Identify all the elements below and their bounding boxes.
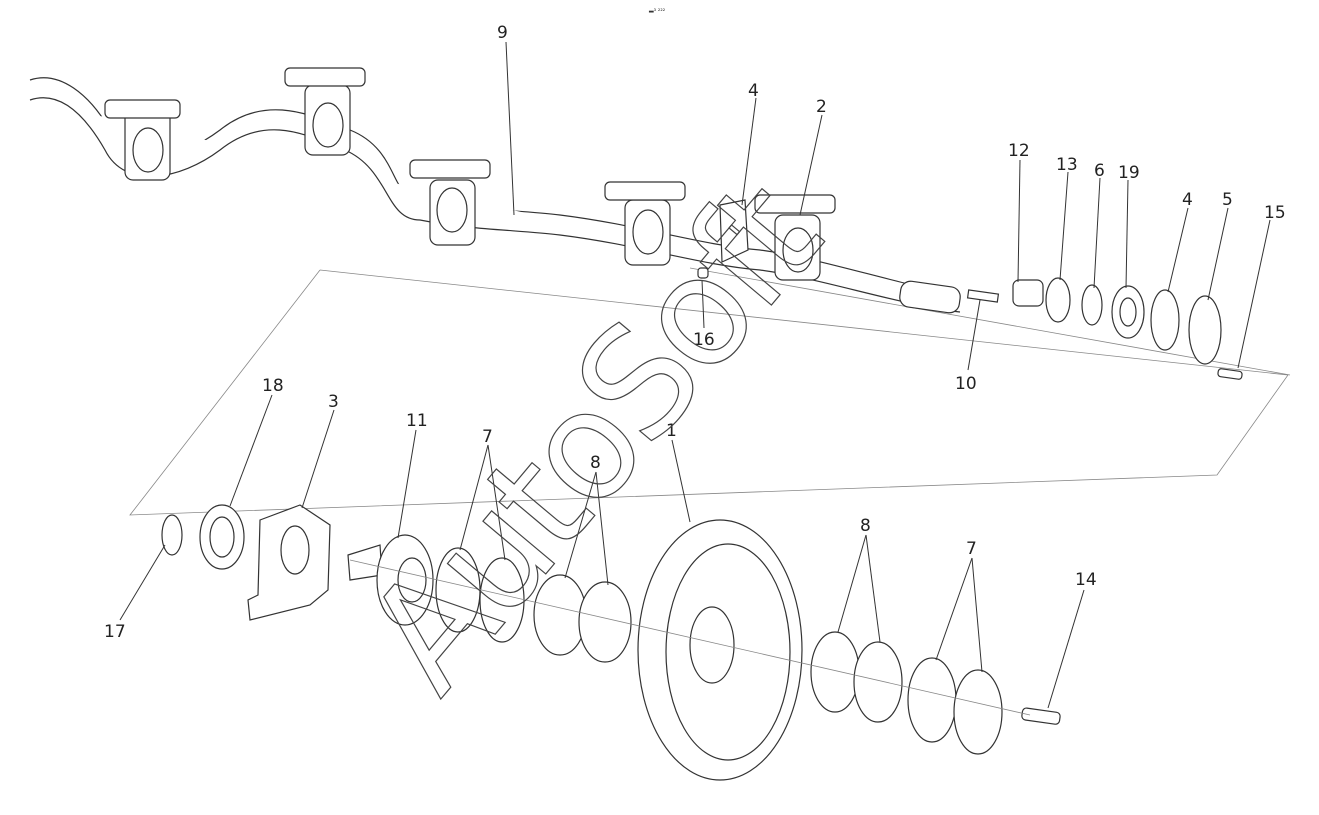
bracket-4 xyxy=(604,181,686,266)
shim-8c xyxy=(810,631,860,713)
callout-7-right: 7 xyxy=(966,539,977,559)
gasket-4 xyxy=(1150,289,1180,351)
callout-14: 14 xyxy=(1075,570,1097,590)
callout-4-right: 4 xyxy=(1182,190,1193,210)
callout-2: 2 xyxy=(816,97,827,117)
callout-10: 10 xyxy=(955,374,977,394)
shim-8d xyxy=(853,641,903,723)
bracket-1 xyxy=(104,99,181,181)
key-10 xyxy=(966,289,1000,303)
gasket-flange xyxy=(719,199,749,263)
lockwasher-6 xyxy=(1081,284,1103,326)
crankshaft-assembly xyxy=(29,67,961,314)
sleeve-12 xyxy=(1012,279,1044,307)
callout-19: 19 xyxy=(1118,163,1140,183)
callout-6: 6 xyxy=(1094,161,1105,181)
cover-5 xyxy=(1188,295,1222,365)
bracket-3 xyxy=(409,159,491,246)
callout-11: 11 xyxy=(406,411,428,431)
callout-12: 12 xyxy=(1008,141,1030,161)
assembly-frame xyxy=(129,267,1291,516)
callout-18: 18 xyxy=(262,376,284,396)
callout-8-right: 8 xyxy=(860,516,871,536)
callout-17: 17 xyxy=(104,622,126,642)
callout-13: 13 xyxy=(1056,155,1078,175)
bracket-5 xyxy=(754,194,836,281)
callout-4-top: 4 xyxy=(748,81,759,101)
callout-5: 5 xyxy=(1222,190,1233,210)
callout-3: 3 xyxy=(328,392,339,412)
callout-15: 15 xyxy=(1264,203,1286,223)
leader-lines xyxy=(119,41,1271,709)
circlip-17 xyxy=(161,514,183,556)
nut-16 xyxy=(697,267,709,279)
bolt-14 xyxy=(1021,707,1061,725)
bracket-2 xyxy=(284,67,366,156)
shaft-end xyxy=(899,280,961,314)
nut-13 xyxy=(1045,277,1071,323)
callout-1: 1 xyxy=(666,421,677,441)
bolt-15 xyxy=(1217,368,1243,380)
header-mark: ▂₃ ₂₂₂ xyxy=(648,6,666,13)
shim-8b xyxy=(578,581,632,663)
callout-8-left: 8 xyxy=(590,453,601,473)
callout-16: 16 xyxy=(693,330,715,350)
right-hub-parts xyxy=(697,267,1243,380)
washer-7c xyxy=(907,657,957,743)
callout-labels: 9 4 2 12 13 6 19 4 5 15 16 10 18 3 11 7 … xyxy=(104,23,1286,642)
lower-assembly xyxy=(161,504,1061,781)
washer-7d xyxy=(953,669,1003,755)
callout-7-left: 7 xyxy=(482,427,493,447)
callout-9: 9 xyxy=(497,23,508,43)
